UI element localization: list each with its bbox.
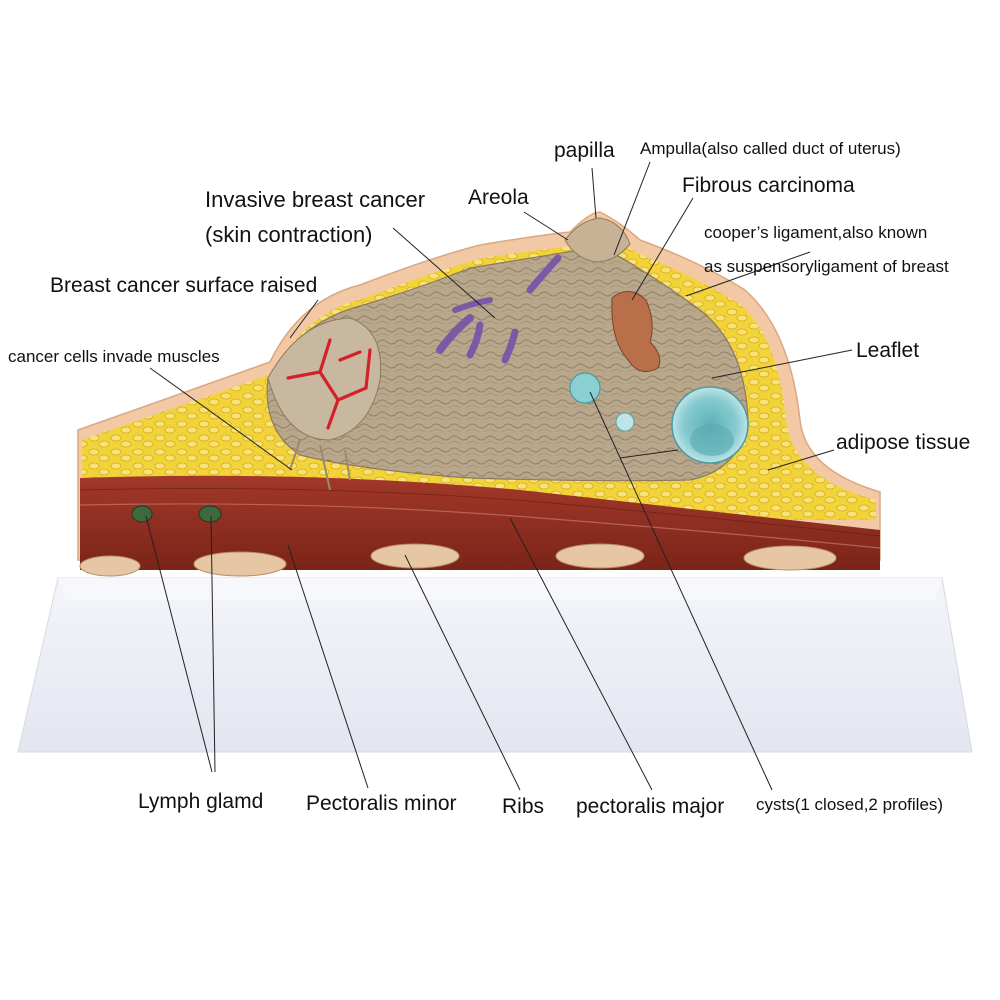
display-base [17,577,973,753]
label-ribs: Ribs [502,795,545,818]
label-invasive-line2: (skin contraction) [205,222,373,247]
leader-lymph-1 [145,515,213,773]
muscle-layer [80,475,880,570]
cancer-surface-raised [267,317,382,491]
leader-surface-raised [289,299,319,339]
label-pectoralis-minor: Pectoralis minor [306,792,457,815]
label-cysts: cysts(1 closed,2 profiles) [756,795,944,814]
label-areola: Areola [468,186,529,209]
leader-pect-major [509,517,653,791]
leader-lymph-2 [210,515,216,773]
leader-cysts [589,391,773,791]
label-cells-invade: cancer cells invade muscles [8,347,220,366]
cysts [569,372,749,464]
label-coopers-line2: as suspensoryligament of breast [704,257,949,276]
label-pectoralis-major: pectoralis major [576,795,725,818]
label-surface-raised: Breast cancer surface raised [50,274,318,297]
leader-fibrous [631,197,694,301]
leader-areola [523,211,569,241]
leader-ampulla [613,161,651,256]
label-adipose: adipose tissue [836,431,971,454]
leader-invasive [392,227,496,319]
label-lymph: Lymph glamd [138,790,264,813]
leader-cysts-2 [619,449,679,459]
milk-ducts [436,254,562,364]
fibrous-carcinoma-shape [611,291,661,373]
ribs [79,543,837,577]
label-ampulla: Ampulla(also called duct of uterus) [640,139,901,158]
leader-pect-minor [287,544,369,789]
label-fibrous-carcinoma: Fibrous carcinoma [682,174,855,197]
papilla-shape [564,217,631,263]
label-invasive-line1: Invasive breast cancer [205,187,426,212]
leader-leaflet [711,349,853,379]
leader-papilla [591,167,597,219]
label-leaflet: Leaflet [856,339,920,362]
label-coopers-line1: cooper’s ligament,also known [704,223,928,242]
leader-ribs [404,554,521,791]
label-papilla: papilla [554,139,615,162]
leader-cells-invade [149,367,293,471]
leader-coopers [685,251,811,297]
leader-adipose [767,449,835,471]
